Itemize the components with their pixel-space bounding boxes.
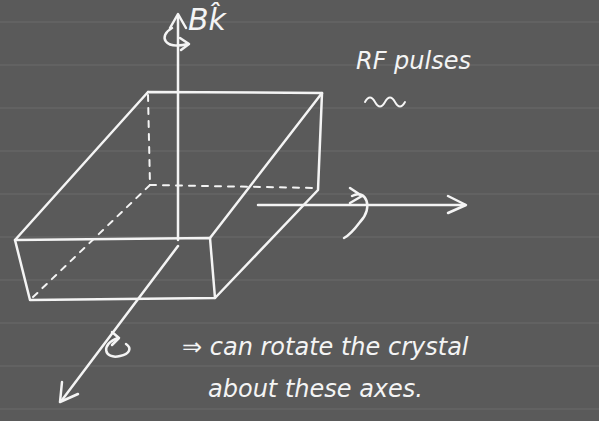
crystal-top-edge <box>210 93 322 238</box>
arrowhead <box>180 38 189 50</box>
notebook-lines <box>0 22 599 409</box>
field-label: Bk̂ <box>188 0 226 39</box>
x-axis <box>258 204 465 207</box>
arrowhead <box>112 332 119 345</box>
arrowhead <box>350 188 362 203</box>
y-axis <box>62 246 178 400</box>
arrowhead <box>60 382 78 402</box>
rf-wave <box>365 98 405 107</box>
crystal-front-edge <box>15 238 215 298</box>
arrowhead <box>170 14 186 28</box>
b-axis <box>177 16 180 240</box>
rf-label: RF pulses <box>356 46 471 77</box>
arrowhead <box>448 196 466 213</box>
hidden-edges <box>30 95 318 300</box>
rotation-arrow <box>165 28 188 45</box>
crystal-outline <box>15 92 322 300</box>
note-text: ⇒ can rotate the crystal about these axe… <box>182 326 503 410</box>
